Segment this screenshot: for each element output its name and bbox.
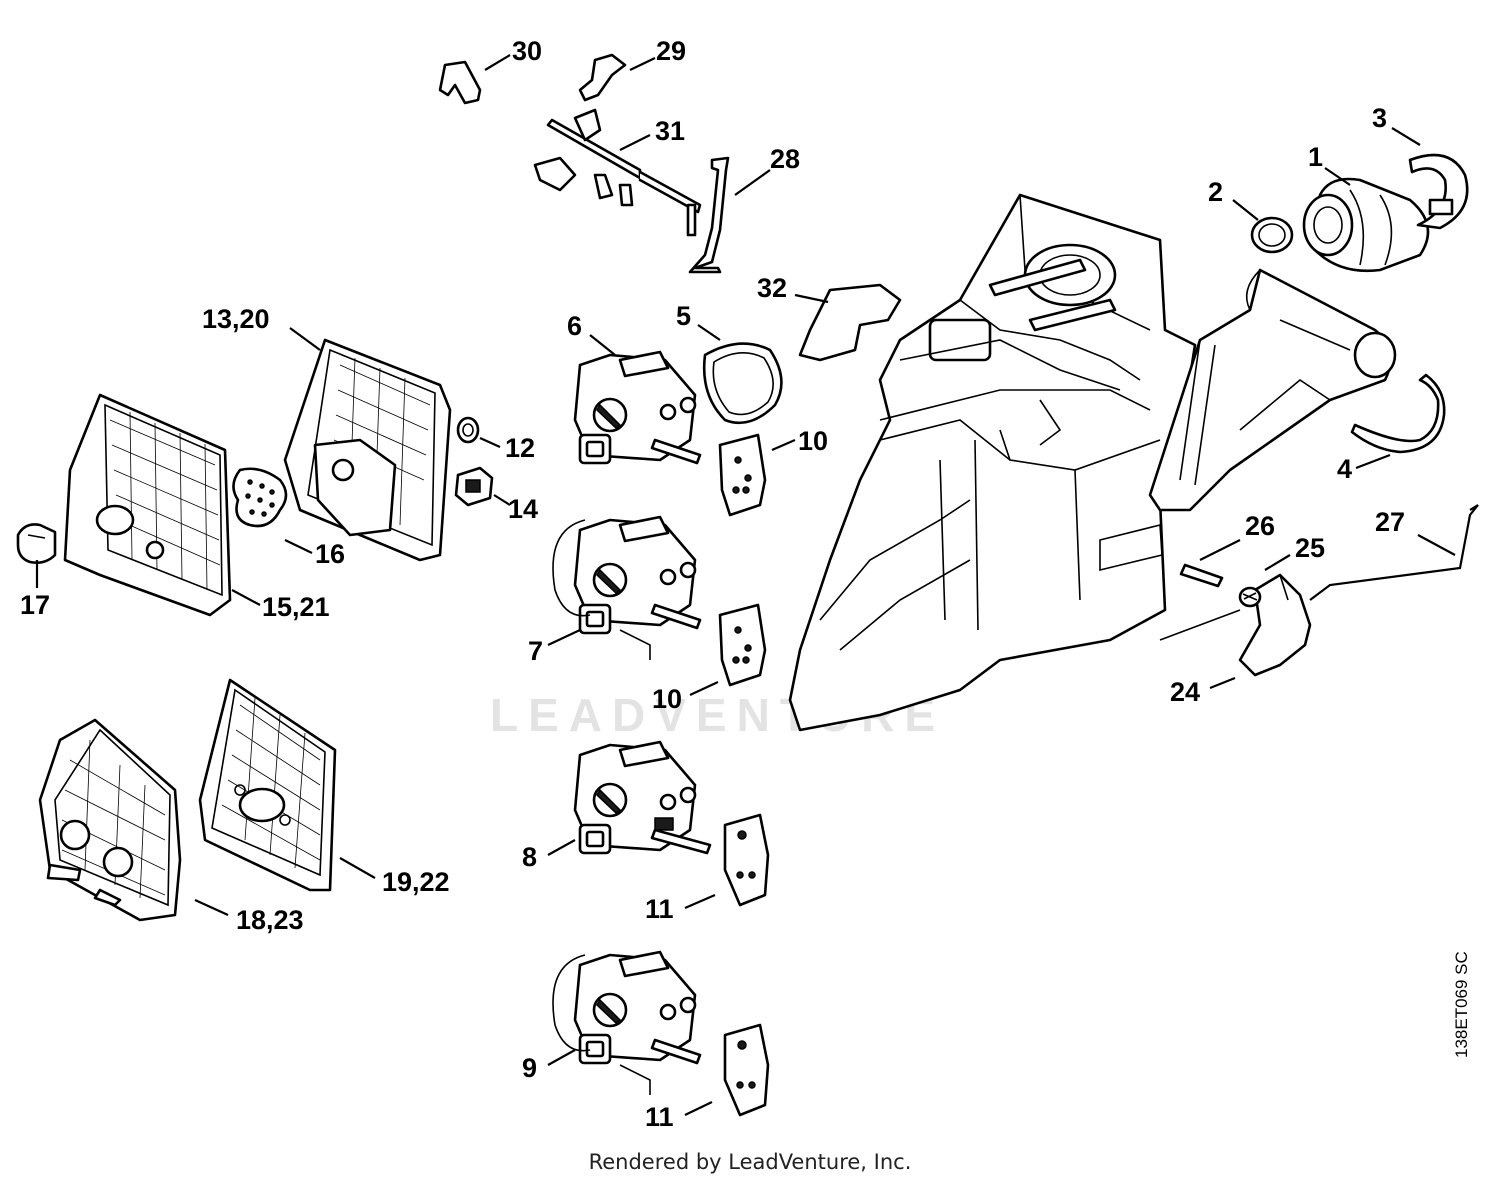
rod-27 — [1309, 504, 1479, 601]
callout-3: 3 — [1372, 103, 1387, 133]
callout-24: 24 — [1170, 677, 1200, 707]
callout-17: 17 — [20, 590, 50, 620]
lever-30 — [438, 60, 482, 105]
engine-housing — [788, 193, 1197, 732]
lever-32 — [798, 283, 902, 362]
carburetor-8 — [573, 740, 712, 855]
hose-clamp-3 — [1408, 153, 1469, 230]
callout-10a: 10 — [798, 426, 828, 456]
spacer-10a — [718, 433, 767, 517]
air-filter-15-21 — [63, 393, 232, 617]
callout-28: 28 — [770, 144, 800, 174]
spacer-11b — [723, 1023, 770, 1117]
carburetor-9 — [552, 950, 702, 1095]
callout-16: 16 — [315, 539, 345, 569]
callout-26: 26 — [1245, 511, 1275, 541]
callout-11a: 11 — [645, 894, 674, 924]
callout-5: 5 — [676, 301, 691, 331]
drawing-code: 138ET069 SC — [1452, 951, 1471, 1058]
callout-8: 8 — [522, 842, 537, 872]
pin-26 — [1179, 563, 1224, 588]
callout-31: 31 — [655, 116, 685, 146]
knob-17 — [16, 523, 57, 564]
callout-18-23: 18,23 — [236, 905, 304, 935]
carburetor-7 — [552, 515, 702, 660]
carburetor-6 — [573, 350, 702, 465]
impulse-hose-4 — [1350, 373, 1446, 454]
spring-25 — [1238, 586, 1262, 608]
callout-27: 27 — [1375, 507, 1405, 537]
rear-handle — [1148, 268, 1397, 512]
callout-4: 4 — [1337, 454, 1352, 484]
throttle-shaft-31 — [533, 108, 702, 237]
callout-13-20: 13,20 — [202, 304, 270, 334]
callout-15-21: 15,21 — [262, 592, 330, 622]
spacer-11a — [723, 813, 770, 907]
callout-6: 6 — [567, 311, 582, 341]
callout-9: 9 — [522, 1053, 537, 1083]
callout-29: 29 — [656, 36, 686, 66]
callout-7: 7 — [528, 636, 543, 666]
callout-10b: 10 — [652, 684, 682, 714]
callout-14: 14 — [508, 494, 538, 524]
footer-credit: Rendered by LeadVenture, Inc. — [588, 1150, 912, 1174]
air-filter-13-20 — [283, 338, 452, 562]
lever-29 — [578, 53, 627, 102]
callout-25: 25 — [1295, 533, 1325, 563]
ring-2 — [1250, 216, 1294, 254]
callout-12: 12 — [505, 433, 535, 463]
grommet-14 — [454, 466, 494, 507]
callout-1: 1 — [1308, 142, 1323, 172]
filter-pad-16-dots — [245, 479, 275, 517]
gasket-5 — [702, 342, 783, 425]
callout-11b: 11 — [645, 1102, 674, 1132]
callout-32: 32 — [757, 273, 787, 303]
spacer-10b — [718, 603, 767, 687]
air-filter-19-22 — [198, 678, 337, 892]
throttle-rod-28 — [688, 156, 730, 274]
callout-2: 2 — [1208, 177, 1223, 207]
callout-19-22: 19,22 — [382, 867, 450, 897]
nut-12 — [456, 416, 480, 444]
air-filter-18-23 — [38, 718, 182, 922]
callout-30: 30 — [512, 36, 542, 66]
leader-lines — [35, 54, 1456, 1116]
intake-manifold-1 — [1302, 177, 1430, 273]
